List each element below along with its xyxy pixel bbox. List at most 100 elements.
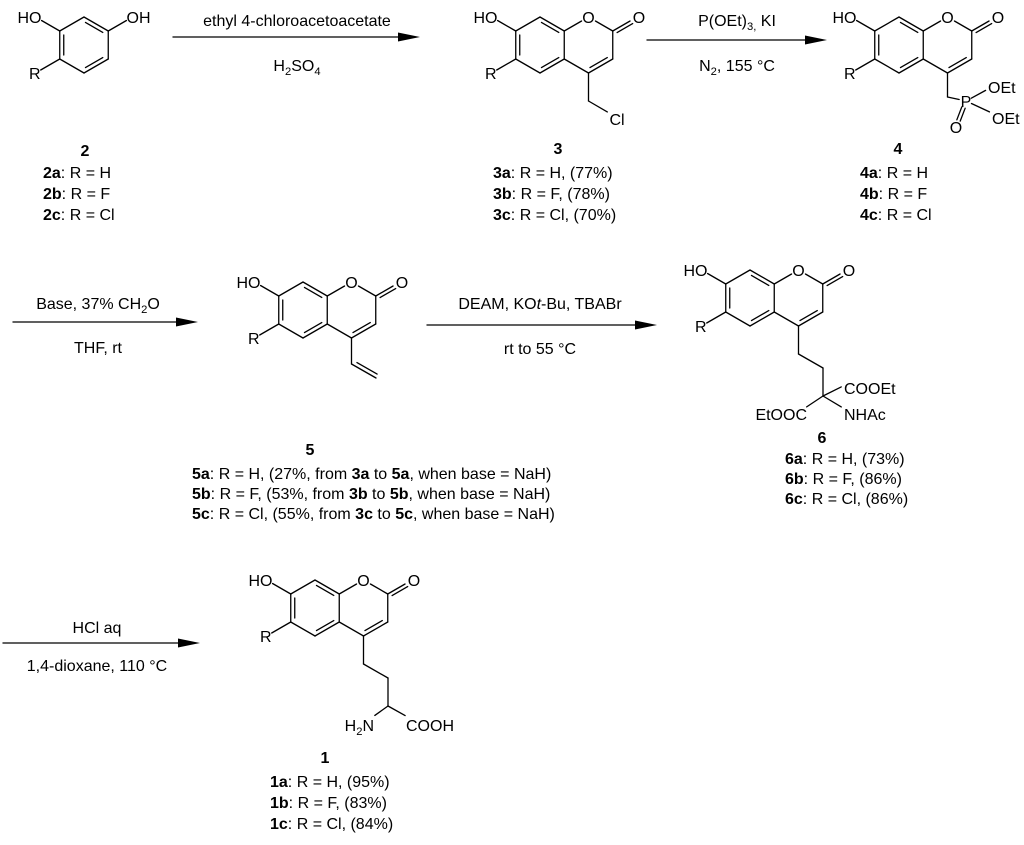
substituent-r-label: R: [485, 66, 497, 83]
ring-bond: [797, 311, 824, 327]
text-segment: 6b: [785, 471, 804, 488]
text-segment: 5a: [392, 466, 410, 483]
arrowhead-icon: [178, 638, 200, 648]
text-segment: 4a: [860, 165, 878, 182]
phosphoryl-oxygen-label: O: [950, 120, 962, 137]
double-bond-line: [540, 56, 560, 69]
text-segment: EtOOC: [755, 407, 807, 424]
hydroxyl-label: HO: [684, 263, 708, 280]
text-segment: HO: [18, 10, 42, 27]
compound-4-labels: 44a: R = H4b: R = F4c: R = Cl: [860, 141, 932, 224]
bond: [374, 705, 389, 717]
carbonyl-oxygen-label: O: [843, 263, 855, 280]
bond: [271, 621, 292, 634]
ring-bond: [515, 16, 541, 32]
text-segment: 2: [285, 66, 291, 78]
text-segment: : R = F: [62, 186, 111, 203]
text-segment: 5b: [192, 486, 211, 503]
double-bond-line: [303, 321, 323, 334]
carbonyl-bond: [391, 585, 409, 597]
compound-variant: 2b: R = F: [43, 186, 110, 203]
text-segment: 5a: [192, 466, 210, 483]
text-segment: 1b: [270, 795, 289, 812]
ring-bond: [314, 621, 340, 637]
compound-number: 4: [894, 141, 903, 158]
ring-bond: [946, 58, 973, 74]
bond: [855, 19, 876, 32]
text-segment: 6c: [785, 491, 803, 508]
compound-number: 2: [81, 143, 90, 160]
text-segment: THF, rt: [74, 340, 123, 357]
text-segment: O: [633, 10, 645, 27]
compound-number: 5: [306, 442, 315, 459]
compound-variant: 5a: R = H, (27%, from 3a to 5a, when bas…: [192, 466, 551, 483]
ring-bond: [898, 58, 924, 74]
text-segment: DEAM, KO: [458, 296, 536, 313]
ester-label: COOEt: [844, 381, 896, 398]
text-segment: 3,: [747, 21, 756, 33]
ring-bond: [278, 281, 304, 297]
arrowhead-icon: [398, 32, 420, 42]
text-segment: 5c: [192, 506, 210, 523]
text-segment: 2: [141, 304, 147, 316]
text-segment: 2: [711, 66, 717, 78]
text-segment: N: [699, 58, 711, 75]
text-segment: OEt: [988, 80, 1016, 97]
text-segment: O: [941, 10, 953, 27]
ring-bond: [874, 16, 900, 32]
text-segment: 4: [314, 66, 320, 78]
phosphorus-label: P: [961, 94, 972, 111]
text-segment: O: [792, 263, 804, 280]
ring-bond: [357, 285, 377, 297]
compound-variant: 2a: R = H: [43, 165, 111, 182]
ring-bond: [338, 583, 358, 595]
text-segment: : R = Cl, (84%): [288, 816, 393, 833]
text-segment: 4: [894, 141, 903, 158]
text-segment: HO: [474, 10, 498, 27]
text-segment: -Bu, TBABr: [541, 296, 622, 313]
compound-variant: 3b: R = F, (78%): [493, 186, 610, 203]
carbonyl-bond: [612, 20, 631, 32]
condition-label: H2SO4: [273, 58, 320, 78]
ring-bond: [302, 323, 328, 339]
ring-bond: [83, 58, 109, 74]
ring-bond: [563, 20, 583, 32]
carbonyl-bond: [975, 22, 993, 34]
bond: [797, 353, 824, 369]
bond: [855, 58, 876, 71]
text-segment: COOH: [406, 718, 454, 735]
text-segment: HO: [833, 10, 857, 27]
text-segment: 6a: [785, 451, 803, 468]
text-segment: : R = F, (53%, from: [211, 486, 349, 503]
compound-2-labels: 2 2a: R = H 2b: R = F 2c: R = Cl: [43, 143, 115, 224]
text-segment: 5c: [395, 506, 413, 523]
ring-bond: [594, 20, 614, 32]
text-segment: 3b: [349, 486, 368, 503]
text-segment: : R = H: [61, 165, 111, 182]
carbonyl-bond: [971, 20, 990, 32]
ring-bond: [83, 16, 109, 32]
ring-bond: [725, 311, 751, 327]
condition-label: N2, 155 °C: [699, 58, 775, 78]
ester-label: EtOOC: [755, 407, 807, 424]
ring-oxygen-label: O: [582, 10, 594, 27]
text-segment: P(OEt): [698, 13, 747, 30]
text-segment: 1c: [270, 816, 288, 833]
phosphoryl-bond: [956, 106, 963, 121]
text-segment: 2: [81, 143, 90, 160]
text-segment: O: [345, 275, 357, 292]
text-segment: KI: [756, 13, 776, 30]
phosphoryl-bond: [959, 107, 966, 122]
compound-variant: 1a: R = H, (95%): [270, 774, 390, 791]
arrowhead-icon: [635, 320, 657, 330]
text-segment: : R = Cl: [61, 207, 115, 224]
carbonyl-bond: [616, 22, 634, 34]
text-segment: 2c: [43, 207, 61, 224]
amine-label: H2N: [345, 718, 374, 738]
double-bond-line: [899, 21, 919, 34]
text-segment: : R = F, (78%): [512, 186, 610, 203]
